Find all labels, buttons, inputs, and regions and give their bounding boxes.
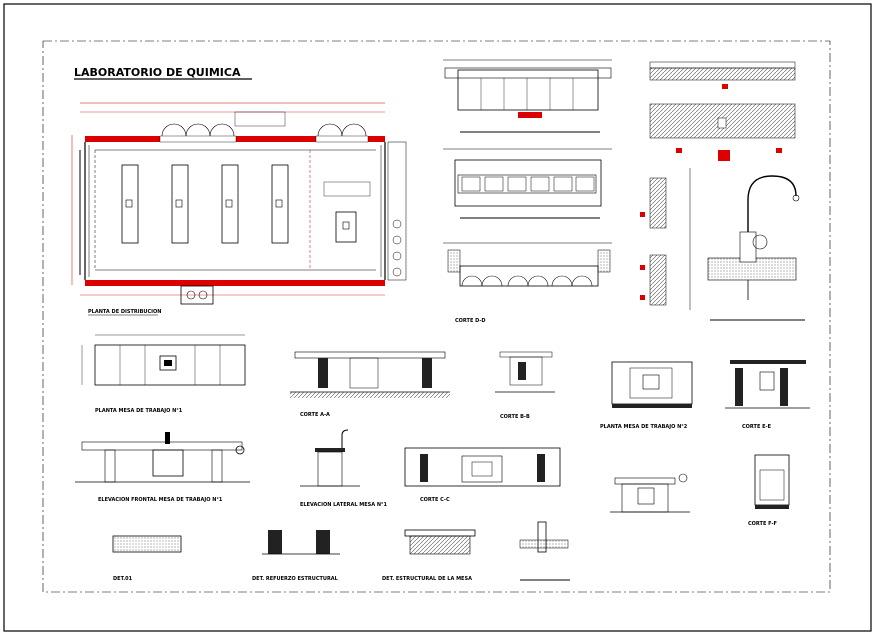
section-c <box>404 447 561 487</box>
label-planta-mesa-2: PLANTA MESA DE TRABAJO N°2 <box>600 424 688 430</box>
sink-elevation <box>610 473 690 513</box>
label-corte-d: CORTE D-D <box>455 318 486 324</box>
label-corte-b: CORTE B-B <box>500 414 530 420</box>
detail-top-right <box>649 61 796 161</box>
label-corte-f: CORTE F-F <box>748 521 777 527</box>
label-det-refuerzo: DET. REFUERZO ESTRUCTURAL <box>252 576 339 582</box>
label-det-estructural: DET. ESTRUCTURAL DE LA MESA <box>382 576 472 582</box>
front-elevation-1 <box>75 432 250 483</box>
sheet-title: LABORATORIO DE QUIMICA <box>74 66 241 79</box>
detail-reinforcement <box>262 530 340 555</box>
faucet-detail <box>707 175 805 321</box>
label-corte-c: CORTE C-C <box>420 497 450 503</box>
label-elevacion-frontal: ELEVACION FRONTAL MESA DE TRABAJO N°1 <box>98 497 223 503</box>
section-b <box>495 351 555 393</box>
detail-vertical <box>640 168 691 310</box>
section-f <box>754 454 790 509</box>
inner-frame <box>42 40 831 593</box>
section-d <box>443 242 612 287</box>
side-elevation-1 <box>300 429 360 487</box>
label-planta-mesa-1: PLANTA MESA DE TRABAJO N°1 <box>95 408 183 414</box>
outer-border <box>3 3 872 632</box>
detail-01 <box>112 535 182 553</box>
label-corte-e: CORTE E-E <box>742 424 772 430</box>
label-elevacion-lateral: ELEVACION LATERAL MESA N°1 <box>300 502 388 508</box>
floor-plan <box>71 102 407 305</box>
table-plan-2 <box>611 361 693 408</box>
detail-pipe <box>519 521 570 581</box>
section-a <box>290 351 450 398</box>
label-planta: PLANTA DE DISTRIBUCION <box>88 309 161 315</box>
table-plan-1 <box>81 334 246 386</box>
label-det-01: DET.01 <box>113 576 133 582</box>
label-corte-a: CORTE A-A <box>300 412 330 418</box>
elevation-top <box>443 59 612 133</box>
section-e <box>725 360 810 409</box>
elevation-middle <box>443 148 612 219</box>
detail-structural <box>404 529 476 555</box>
